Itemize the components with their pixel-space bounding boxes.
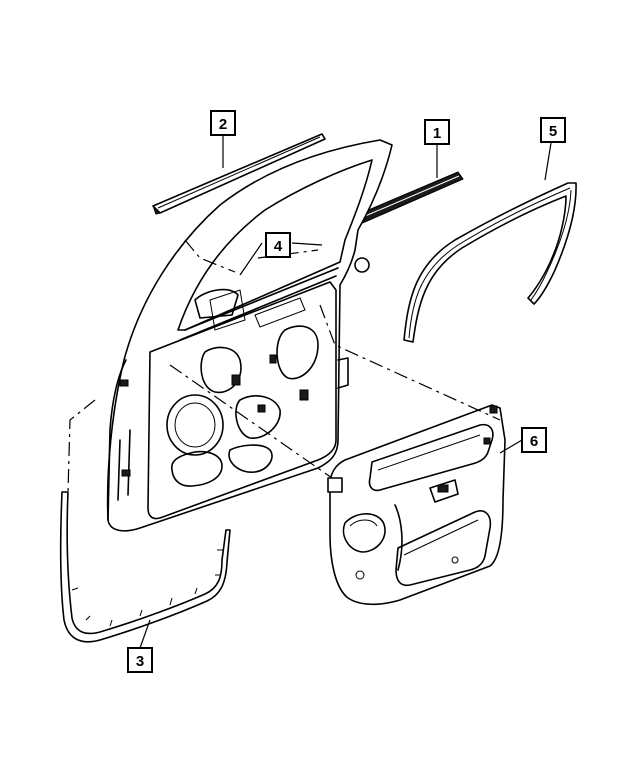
svg-text:2: 2 [219,116,227,133]
callout-6: 6 [521,427,547,453]
callout-3: 3 [127,647,153,673]
callout-4: 4 [265,232,291,258]
callout-2: 2 [210,110,236,136]
part-outer-belt-weatherstrip [152,133,326,215]
svg-text:3: 3 [136,653,144,670]
part-door-shell [106,139,393,532]
svg-text:1: 1 [433,125,441,142]
svg-text:6: 6 [530,433,538,450]
leader-lines [139,136,552,649]
callout-1: 1 [424,119,450,145]
part-glass-run-channel [403,182,577,343]
svg-text:5: 5 [549,123,557,140]
callout-5: 5 [540,117,566,143]
part-door-trim-panel [327,404,506,606]
svg-text:4: 4 [274,238,283,255]
part-door-weatherstrip [59,491,231,643]
